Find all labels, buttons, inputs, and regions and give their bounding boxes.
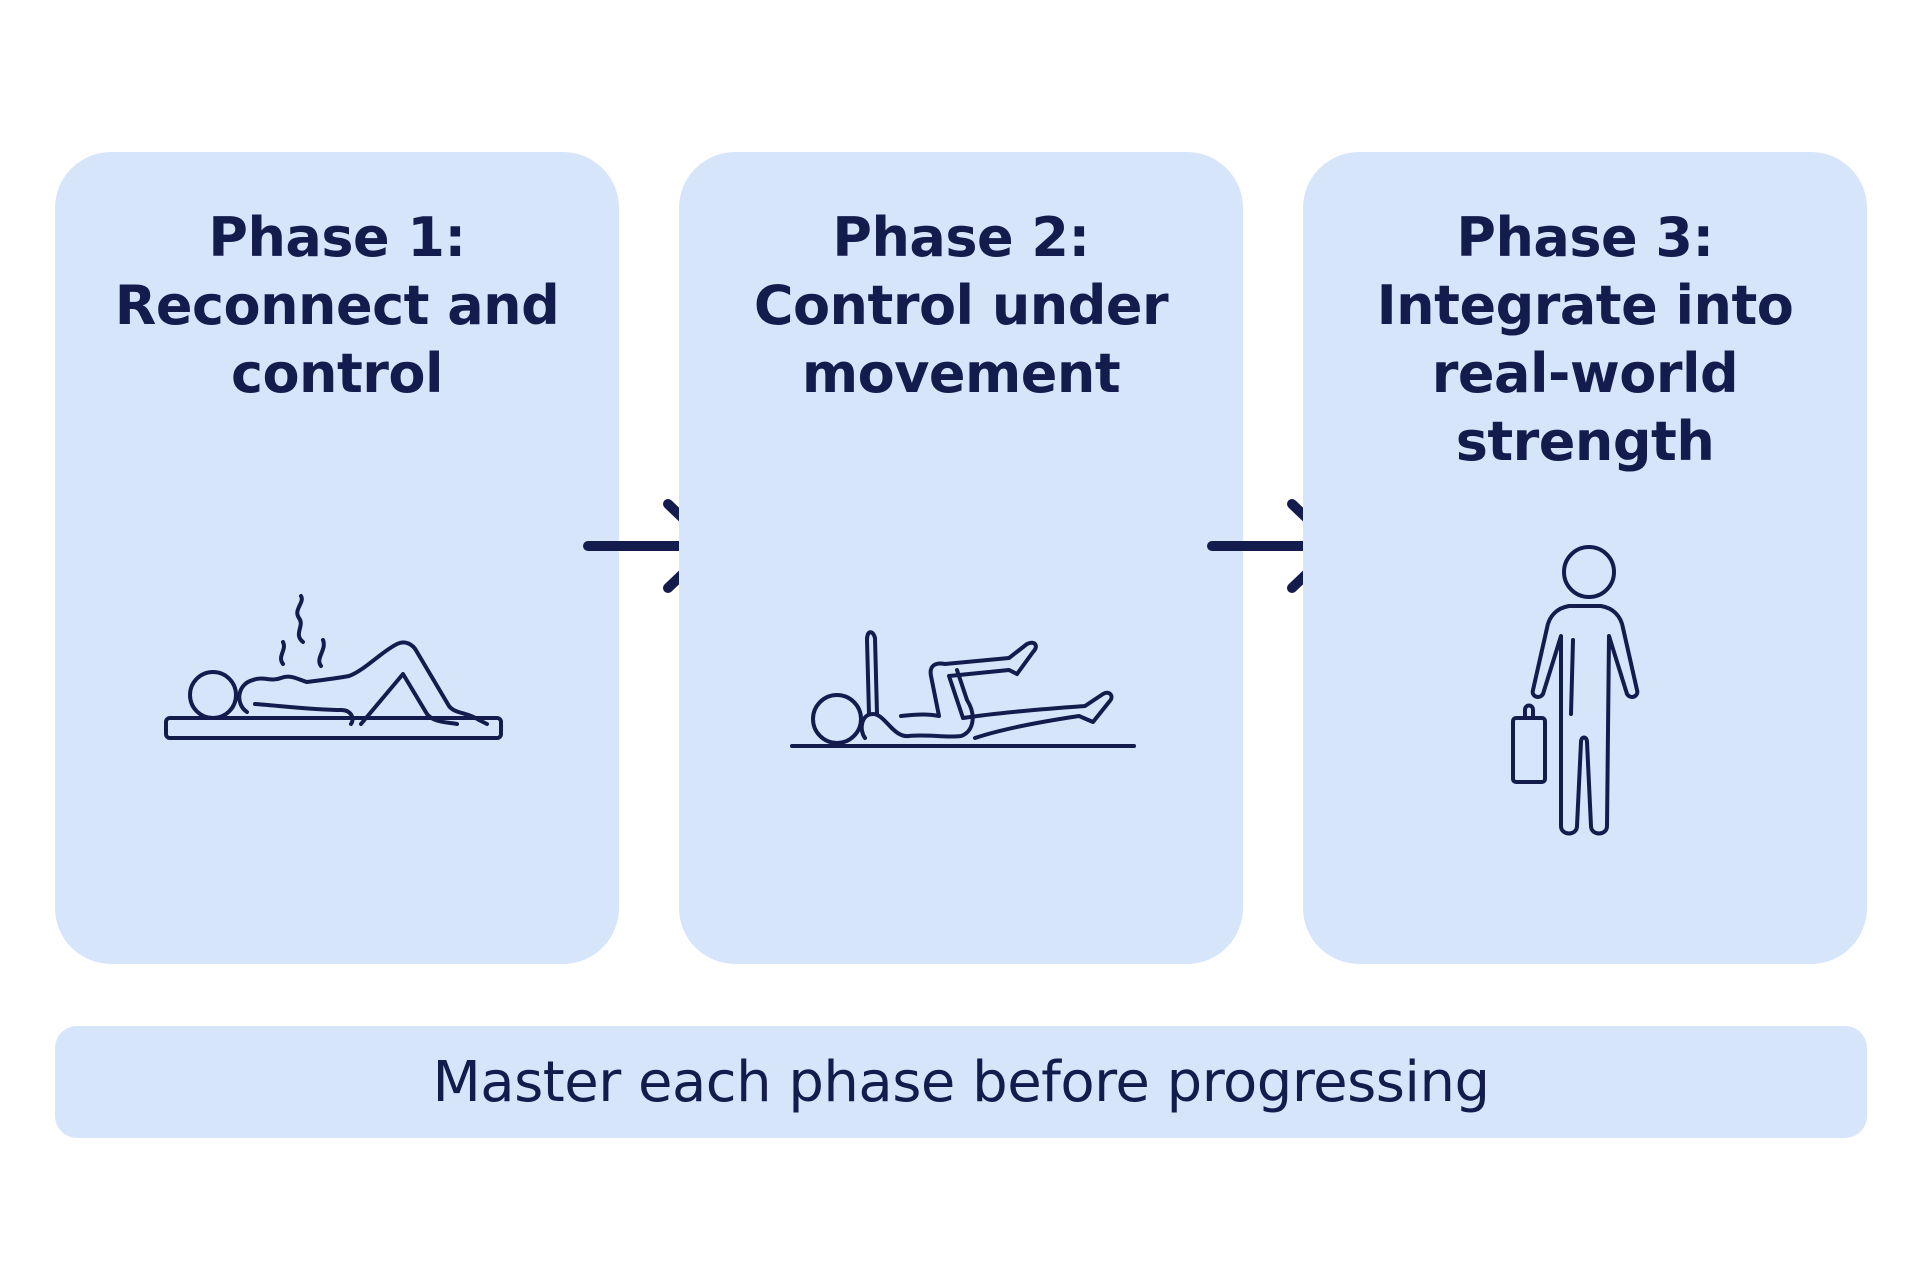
footer-banner: Master each phase before progressing xyxy=(55,1026,1867,1138)
supine-leg-movement-icon xyxy=(790,630,1136,748)
phase-2-card: Phase 2: Control under movement xyxy=(679,152,1243,964)
phase-3-title-line: strength xyxy=(1455,410,1715,473)
phase-3-title-line: real-world xyxy=(1431,342,1739,405)
phase-2-title-line: Control under xyxy=(753,274,1169,337)
phase-1-title-line: Reconnect and xyxy=(114,274,560,337)
phase-3-card: Phase 3: Integrate into real-world stren… xyxy=(1303,152,1867,964)
phase-1-title: Phase 1: Reconnect and control xyxy=(75,204,599,408)
phase-3-title-line: Integrate into xyxy=(1376,274,1794,337)
phase-1-card: Phase 1: Reconnect and control xyxy=(55,152,619,964)
lying-on-mat-breathing-icon xyxy=(164,594,503,740)
phase-1-title-line: Phase 1: xyxy=(208,206,466,269)
footer-text: Master each phase before progressing xyxy=(432,1049,1490,1115)
phase-1-title-line: control xyxy=(230,342,444,405)
phase-3-title: Phase 3: Integrate into real-world stren… xyxy=(1323,204,1847,476)
phase-2-title-line: Phase 2: xyxy=(832,206,1090,269)
standing-person-carrying-bag-icon xyxy=(1511,545,1640,836)
phase-2-title-line: movement xyxy=(801,342,1121,405)
phase-3-title-line: Phase 3: xyxy=(1456,206,1714,269)
phase-2-title: Phase 2: Control under movement xyxy=(699,204,1223,408)
